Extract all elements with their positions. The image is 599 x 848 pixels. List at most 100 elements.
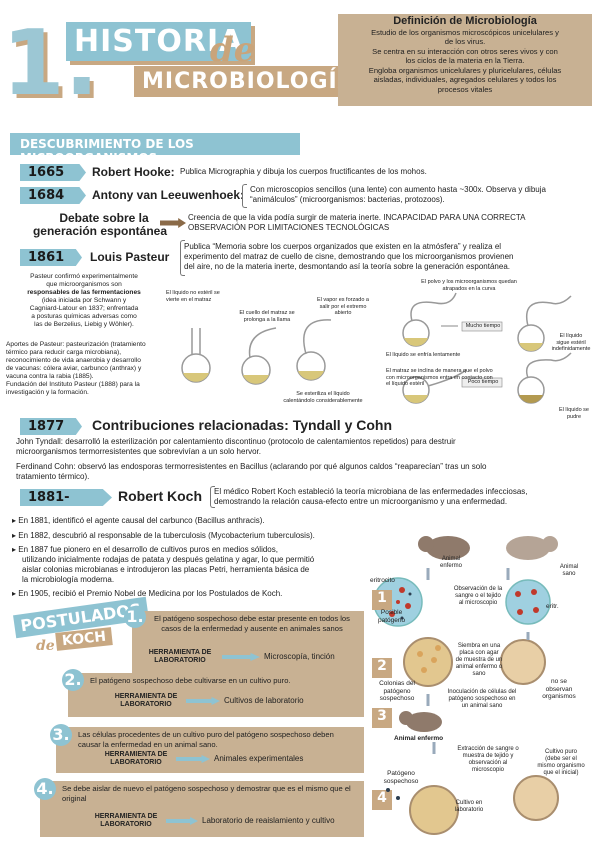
flask-icon <box>296 351 326 381</box>
cohn-text-2: tratamiento térmico). <box>16 472 90 481</box>
diagram-label: El cuello del matraz se prolonga a la ll… <box>239 310 295 323</box>
postulate-result: Cultivos de laboratorio <box>224 696 304 705</box>
diagram-label: Extracción de sangre o muestra de tejido… <box>457 746 519 773</box>
petri-dish-icon <box>409 785 459 835</box>
definition-line: Engloba organismos unicelulares y pluric… <box>368 65 562 75</box>
bullet-text: En 1881, identificó el agente causal del… <box>18 516 265 525</box>
chapter-number: 1. <box>2 11 99 116</box>
arrow-icon <box>176 755 210 763</box>
diagram-label: El vapor es forzado a salir por el extre… <box>317 297 369 316</box>
title-historia: HISTORIA <box>66 22 252 61</box>
text-line: Fundación del Instituto Pasteur (1888) p… <box>6 381 140 388</box>
bullet-text: En 1887 fue pionero en el desarrollo de … <box>18 545 278 554</box>
text-line: a posturas químicas adversas como <box>31 313 137 320</box>
petri-dish-icon <box>500 639 546 685</box>
bracket <box>210 486 215 508</box>
postulate-number: 2. <box>62 669 84 691</box>
tyndall-text-1: John Tyndall: desarrolló la esterilizaci… <box>16 437 456 446</box>
diagram-label: El líquido se enfría lentamente <box>386 352 461 358</box>
hooke-text: Publica Micrographia y dibuja los cuerpo… <box>180 167 427 176</box>
pasteur-fermentation-text: Pasteur confirmó experimentalmente que m… <box>6 273 162 329</box>
diagram-label: no se observan organismos <box>542 678 576 700</box>
diagram-label: El matraz se inclina de manera que el po… <box>386 368 493 387</box>
diagram-label: El líquido se pudre <box>559 407 589 420</box>
koch-bullet-3c: aislar colonias microbianas e introdujer… <box>22 565 310 574</box>
postulate-1: El patógeno sospechoso debe estar presen… <box>132 611 364 673</box>
postulate-4: Se debe aislar de nuevo el patógeno sosp… <box>40 781 364 837</box>
year-badge-1684: 1684 <box>20 187 86 204</box>
arrow-icon <box>222 653 260 661</box>
postulate-number: 3. <box>50 724 72 746</box>
step-number: 4 <box>377 790 387 806</box>
pasteur-name: Louis Pasteur <box>90 250 170 264</box>
koch-intro-1: El médico Robert Koch estableció la teor… <box>214 487 528 496</box>
diagram-label: Cultivo en laboratorio <box>454 800 484 813</box>
diagram-label: Poco tiempo <box>467 379 499 385</box>
diagram-label: eritrocito <box>370 577 395 584</box>
text-line: investigación y la formación. <box>6 389 89 396</box>
mouse-icon <box>506 536 558 560</box>
leeuwenhoek-name: Antony van Leeuwenhoek: <box>92 188 245 202</box>
diagram-label: El líquido sigue estéril indefinidamente <box>551 333 591 352</box>
definition-line: Estudio de los organismos microscópicos … <box>371 27 559 37</box>
diagram-label: El polvo y los microorganismos quedan at… <box>421 279 517 292</box>
diagram-label: Observación de la sangre o el tejido al … <box>453 586 503 606</box>
postulate-2: El patógeno sospechoso debe cultivarse e… <box>68 673 364 717</box>
postulate-result: Microscopía, tinción <box>264 652 335 661</box>
debate-title-2: generación espontánea <box>32 224 168 238</box>
contrib-heading: Contribuciones relacionadas: Tyndall y C… <box>92 417 393 433</box>
mouse-icon <box>418 536 470 560</box>
text-line: Aportes de Pasteur: pasteurización (trat… <box>6 341 146 348</box>
diagram-label: Mucho tiempo <box>465 323 501 329</box>
definition-line: Se centra en su interacción con otros se… <box>372 46 558 56</box>
flask-icon <box>181 353 211 383</box>
koch-name: Robert Koch <box>118 488 202 504</box>
definition-line: aisladas, individuales, agregados celula… <box>373 75 557 84</box>
tool-label: HERRAMIENTA DE LABORATORIO <box>104 751 168 766</box>
text-line: de vacunas: cólera aviar, carbunco (anth… <box>6 365 142 372</box>
postulate-text: El patógeno sospechoso debe estar presen… <box>154 614 350 633</box>
postulate-result: Laboratorio de reaislamiento y cultivo <box>202 816 335 825</box>
bullet-text: En 1882, descubrió al responsable de la … <box>18 531 315 540</box>
postulate-text: El patógeno sospechoso debe cultivarse e… <box>90 676 291 685</box>
postulate-3: Las células procedentes de un cultivo pu… <box>56 727 364 773</box>
pasteur-text-3: del aire, no de la materia inerte, desmo… <box>184 262 510 271</box>
year-badge-1877: 1877 <box>20 418 82 435</box>
postulate-text: Se debe aislar de nuevo el patógeno sosp… <box>62 784 351 803</box>
leeuwenhoek-text-1: Con microscopios sencillos (una lente) c… <box>250 185 546 194</box>
pasteur-aportes-text: Aportes de Pasteur: pasteurización (trat… <box>6 341 166 397</box>
koch-intro-2: demostrando la relación causa-efecto ent… <box>214 497 508 506</box>
cohn-text-1: Ferdinand Cohn: observó las endosporas t… <box>16 462 487 471</box>
pasteur-text-1: Publica “Memoria sobre los cuerpos organ… <box>184 242 502 251</box>
diagram-label: Colonias del patógeno sospechoso <box>379 680 415 702</box>
debate-text-2: OBSERVACIÓN POR LIMITACIONES TECNOLÓGICA… <box>188 223 390 232</box>
leeuwenhoek-text-2: “animálculos” (microorganismos: bacteria… <box>250 195 445 204</box>
diagram-label: Animal enfermo <box>394 735 444 742</box>
text-line: las de Berzelius, Liebig y Wöhler). <box>34 321 134 328</box>
swan-neck-flask-diagram <box>181 292 572 404</box>
year-badge-1665: 1665 <box>20 164 86 181</box>
flask-icon <box>241 355 271 385</box>
diagram-label: Animal sano <box>559 564 579 577</box>
step-number: 1 <box>377 590 387 606</box>
section-title: DESCUBRIMIENTO DE LOS MICROORGANISMOS <box>10 133 300 165</box>
diagram-label: Inoculación de células del patógeno sosp… <box>447 689 517 709</box>
diagram-label: Animal enfermo <box>439 556 462 569</box>
petri-dish-icon <box>513 775 559 821</box>
arrow-icon <box>166 817 198 825</box>
bracket <box>242 184 247 208</box>
flask-icon <box>402 376 430 404</box>
bullet-text: En 1905, recibió el Premio Nobel de Medi… <box>18 589 283 598</box>
postulate-result: Animales experimentales <box>214 754 304 763</box>
debate-title-1: Debate sobre la <box>59 211 149 225</box>
hooke-name: Robert Hooke: <box>92 165 175 179</box>
koch-bullet-2: ▸ En 1882, descubrió al responsable de l… <box>12 531 315 540</box>
bracket <box>180 240 185 276</box>
diagram-label: Siembra en una placa con agar de muestra… <box>455 643 503 677</box>
mouse-icon <box>399 711 442 732</box>
koch-postulates-diagram <box>372 536 559 835</box>
tyndall-text-2: microorganismos termorresistentes que so… <box>16 447 261 456</box>
debate-text-1: Creencia de que la vida podía surgir de … <box>188 213 526 222</box>
postulate-text: Las células procedentes de un cultivo pu… <box>78 730 334 749</box>
diagram-label: Posible patógeno <box>378 609 406 624</box>
